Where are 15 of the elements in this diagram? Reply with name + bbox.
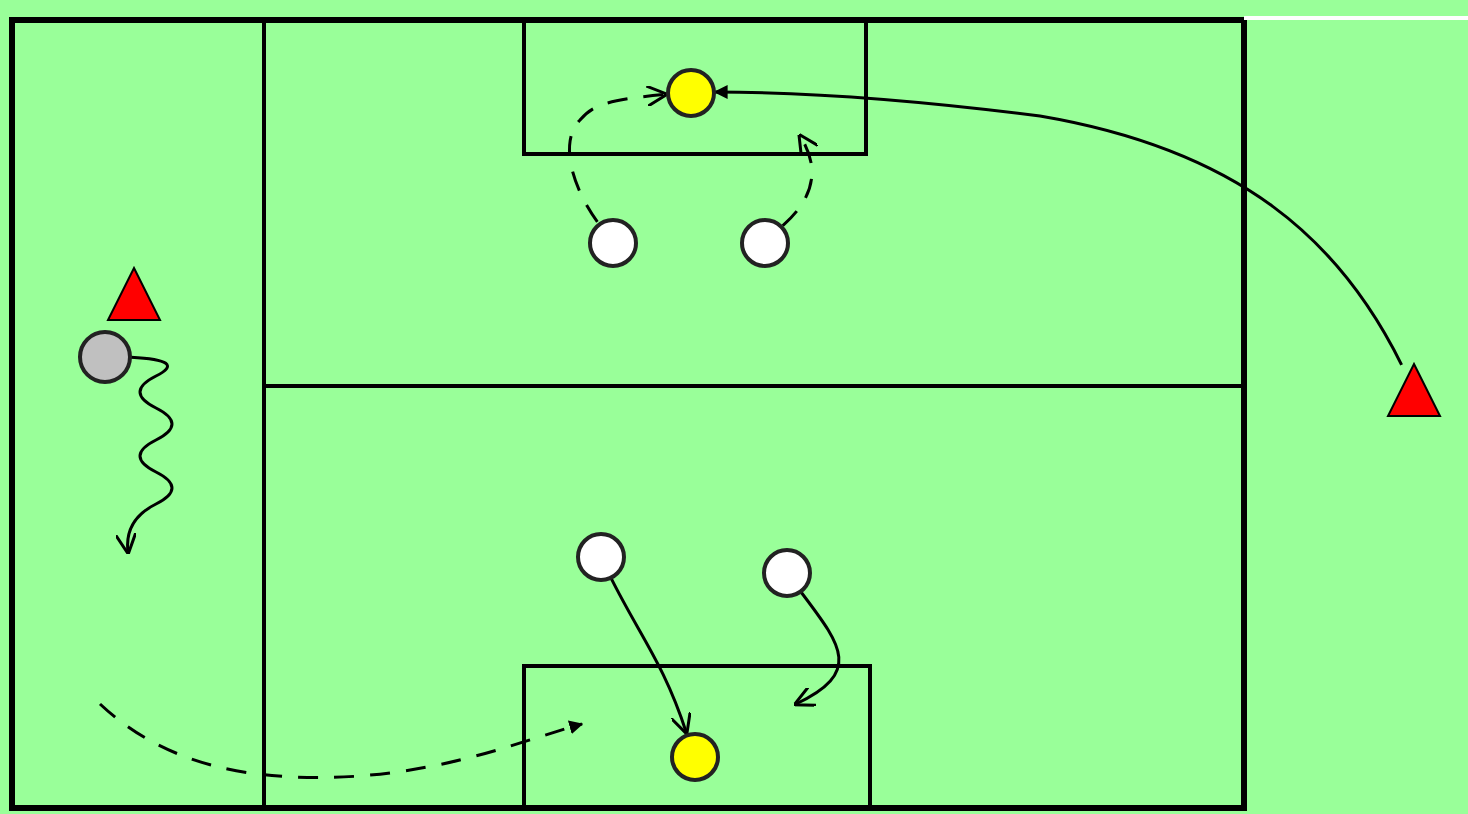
pass-arrow bbox=[609, 577, 692, 736]
pass-arrow bbox=[713, 85, 1403, 366]
player-marker bbox=[669, 731, 719, 781]
run-arrow bbox=[568, 84, 669, 223]
run-arrow bbox=[781, 132, 820, 227]
player-marker bbox=[575, 531, 625, 581]
dribble-arrow bbox=[115, 355, 174, 556]
cone-marker bbox=[106, 266, 162, 322]
player-marker bbox=[587, 217, 637, 267]
player-marker bbox=[665, 67, 715, 117]
cone-marker bbox=[1386, 362, 1442, 418]
pass-arrow bbox=[792, 591, 841, 707]
player-marker bbox=[77, 329, 131, 383]
player-marker bbox=[761, 547, 811, 597]
player-marker bbox=[739, 217, 789, 267]
